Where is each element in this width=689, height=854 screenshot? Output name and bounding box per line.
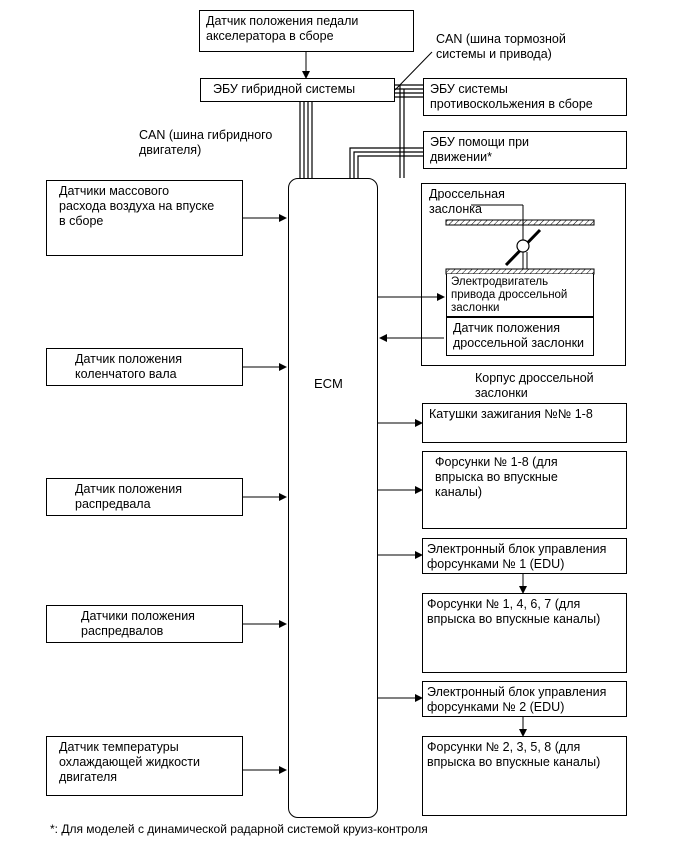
throttle-body-frame bbox=[421, 183, 626, 366]
ecm-label: ECM bbox=[314, 376, 343, 391]
throttle-valve-illustration bbox=[445, 204, 595, 275]
ecm-block bbox=[288, 178, 378, 818]
ckp-sensor-box: Датчик положения коленчатого вала bbox=[46, 348, 243, 386]
throttle-motor-box: Электродвигатель привода дроссельной зас… bbox=[446, 274, 594, 317]
edu1-box: Электронный блок управления форсунками №… bbox=[422, 538, 627, 574]
port-injectors-box: Форсунки № 1-8 (для впрыска во впускные … bbox=[422, 451, 627, 529]
can-hybrid-label: CAN (шина гибридного двигателя) bbox=[139, 128, 273, 157]
skid-control-ecu-box: ЭБУ системы противоскольжения в сборе bbox=[423, 78, 627, 116]
throttle-body-label: Корпус дроссельной заслонки bbox=[475, 371, 594, 400]
can-brake-bus bbox=[349, 51, 433, 178]
ignition-coils-box: Катушки зажигания №№ 1-8 bbox=[422, 403, 627, 443]
footnote: *: Для моделей с динамической радарной с… bbox=[50, 822, 428, 836]
maf-sensor-box: Датчики массового расхода воздуха на впу… bbox=[46, 180, 243, 256]
injectors-2358-box: Форсунки № 2, 3, 5, 8 (для впрыска во вп… bbox=[422, 736, 627, 816]
hybrid-ecu-box: ЭБУ гибридной системы bbox=[200, 78, 395, 102]
can-brake-label: CAN (шина тормозной системы и привода) bbox=[436, 32, 566, 61]
ect-sensor-box: Датчик температуры охлаждающей жидкости … bbox=[46, 736, 243, 796]
driving-support-ecu-box: ЭБУ помощи при движении* bbox=[423, 131, 627, 169]
edu2-box: Электронный блок управления форсунками №… bbox=[422, 681, 627, 717]
cmp-sensors-box: Датчики положения распредвалов bbox=[46, 605, 243, 643]
throttle-valve-label: Дроссельная заслонка bbox=[429, 187, 505, 216]
injectors-1467-box: Форсунки № 1, 4, 6, 7 (для впрыска во вп… bbox=[422, 593, 627, 673]
throttle-position-sensor-box: Датчик положения дроссельной заслонки bbox=[446, 317, 594, 356]
accel-pedal-sensor-box: Датчик положения педали акселератора в с… bbox=[199, 10, 414, 52]
can-hybrid-bus bbox=[299, 99, 313, 178]
cmp-sensor-box: Датчик положения распредвала bbox=[46, 478, 243, 516]
